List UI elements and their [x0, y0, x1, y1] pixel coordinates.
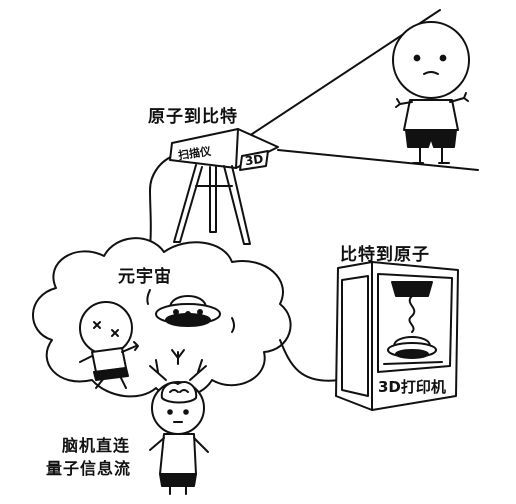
metaverse-ufo: [146, 289, 235, 333]
bci-person: [149, 349, 209, 495]
label-metaverse: 元宇宙: [118, 267, 172, 287]
label-scanner-3d: 3D: [244, 151, 265, 169]
label-atoms-to-bits: 原子到比特: [148, 107, 238, 127]
label-bci-line2: 量子信息流: [46, 459, 132, 478]
scanner-tripod: [173, 164, 251, 245]
scanner-cable: [149, 154, 177, 247]
scanner-device[interactable]: [169, 128, 279, 171]
3d-printer[interactable]: [335, 261, 459, 411]
printer-cable: [279, 339, 341, 382]
label-bci-line1: 脑机直连: [62, 436, 131, 455]
label-bits-to-atoms: 比特到原子: [340, 245, 430, 265]
label-printer: 3D打印机: [378, 378, 446, 396]
metaverse-avatar: [79, 301, 139, 389]
scanned-person: [392, 21, 470, 164]
